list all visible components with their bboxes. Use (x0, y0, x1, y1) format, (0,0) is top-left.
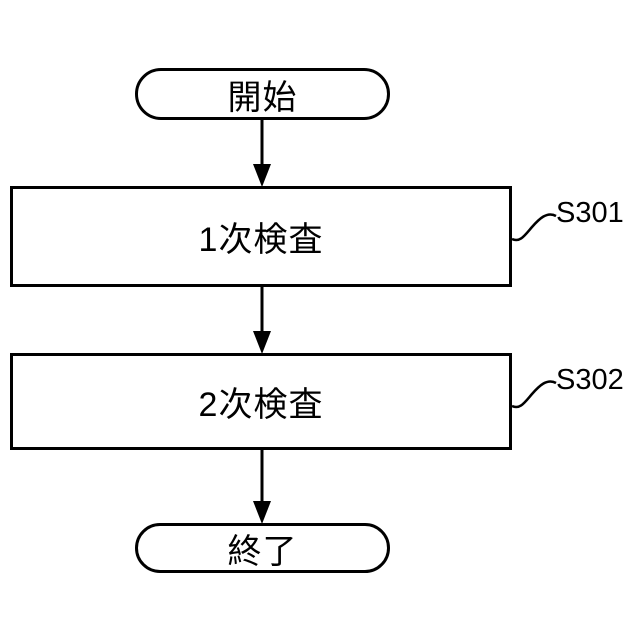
process-2-label: 2次検査 (198, 386, 324, 424)
ref-connector-1 (511, 213, 557, 242)
process-1-label: 1次検査 (198, 221, 324, 259)
start-label: 開始 (227, 78, 298, 117)
end-label: 終了 (227, 532, 298, 571)
ref-connector-2 (511, 380, 557, 409)
end-terminator: 終了 (135, 523, 390, 573)
process-box-secondary-inspection: 2次検査 (10, 353, 512, 450)
step-ref-label-s301: S301 (556, 197, 624, 229)
flow-arrow-3 (253, 448, 271, 524)
step-ref-label-s302: S302 (556, 364, 624, 396)
flow-arrow-1 (253, 118, 271, 187)
process-box-primary-inspection: 1次検査 (10, 186, 512, 287)
flow-arrow-2 (253, 285, 271, 354)
start-terminator: 開始 (135, 68, 390, 120)
